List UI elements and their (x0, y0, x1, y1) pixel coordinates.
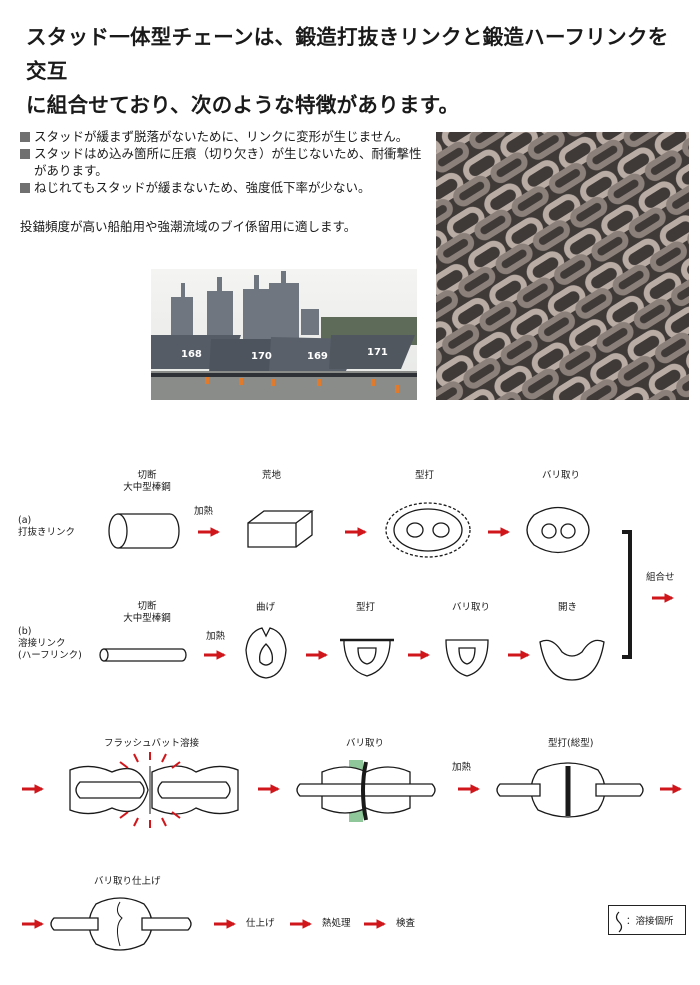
bullet-square-icon (20, 183, 30, 193)
feature-item: スタッドはめ込み箇所に圧痕（切り欠き）が生じないため、耐衝撃性 (20, 145, 435, 162)
label-deburr-a: バリ取り (542, 470, 581, 481)
label-closed-die: 型打(総型) (548, 738, 594, 749)
heading-line-1: スタッド一体型チェーンは、鍛造打抜きリンクと鍛造ハーフリンクを交互 (26, 25, 669, 83)
label-cut-b: 切断大中型棒鋼 (123, 601, 171, 624)
welding-half-link-right (151, 765, 239, 815)
label-row-a: (a)打抜きリンク (18, 515, 76, 538)
label-open: 開き (558, 602, 578, 613)
label-finish-deburr: バリ取り仕上げ (94, 876, 161, 887)
hull-number: 169 (307, 351, 328, 362)
chain-photo (436, 132, 689, 400)
welding-half-link-left (69, 765, 149, 815)
feature-item: スタッドが緩まず脱落がないために、リンクに変形が生じません。 (20, 128, 435, 145)
legend-box (608, 905, 686, 935)
label-heat-treatment: 熱処理 (322, 918, 351, 929)
label-heat-b: 加熱 (206, 631, 226, 642)
opened-half-link-shape (539, 639, 605, 681)
label-rough: 荒地 (262, 470, 282, 481)
legend-text: ：溶接個所 (626, 916, 674, 927)
heading-line-2: に組合せており、次のような特徴があります。 (26, 93, 460, 117)
label-finish: 仕上げ (246, 918, 275, 929)
usage-note: 投錨頻度が高い船舶用や強潮流域のブイ係留用に適します。 (20, 219, 357, 234)
label-row-b: (b)溶接リンク(ハーフリンク) (18, 626, 82, 661)
label-forge-b: 型打 (356, 602, 376, 613)
forged-half-link-shape (343, 639, 391, 677)
feature-item: ねじれてもスタッドが緩まないため、強度低下率が少ない。 (20, 179, 435, 196)
forged-link-shape (393, 508, 463, 552)
feature-list: スタッドが緩まず脱落がないために、リンクに変形が生じません。 スタッドはめ込み箇… (20, 128, 435, 196)
label-forge-a: 型打 (415, 470, 435, 481)
hull-number: 168 (181, 349, 202, 360)
label-combine: 組合せ (646, 572, 675, 583)
label-flash-butt: フラッシュバット溶接 (104, 738, 200, 749)
weld-mark-icon (116, 901, 123, 947)
welding-spark-icon (119, 752, 181, 828)
bullet-square-icon (20, 149, 30, 159)
weld-legend-icon (615, 911, 623, 933)
hull-number: 171 (367, 347, 388, 358)
steel-bar-shape (117, 513, 180, 549)
ships-photo: 168 170 169 171 (151, 269, 417, 400)
bent-link-shape (245, 627, 287, 679)
label-deburr-c: バリ取り (346, 738, 385, 749)
steel-rod-shape (103, 648, 187, 662)
label-deburr-b: バリ取り (452, 602, 491, 613)
label-heat-c: 加熱 (452, 762, 472, 773)
rough-block-shape (247, 510, 314, 548)
page-heading: スタッド一体型チェーンは、鍛造打抜きリンクと鍛造ハーフリンクを交互 に組合せてお… (26, 20, 686, 122)
deburred-half-link-shape (445, 639, 489, 677)
label-cut-a: 切断大中型棒鋼 (123, 470, 171, 493)
deburred-link-shape (526, 506, 590, 554)
label-heat-a: 加熱 (194, 506, 214, 517)
feature-item-continued: があります。 (34, 163, 108, 178)
label-inspection: 検査 (396, 918, 416, 929)
bullet-square-icon (20, 132, 30, 142)
label-bend: 曲げ (256, 602, 276, 613)
hull-number: 170 (251, 351, 272, 362)
finished-link-shape (88, 897, 153, 951)
forged-flash-outline (385, 502, 471, 558)
